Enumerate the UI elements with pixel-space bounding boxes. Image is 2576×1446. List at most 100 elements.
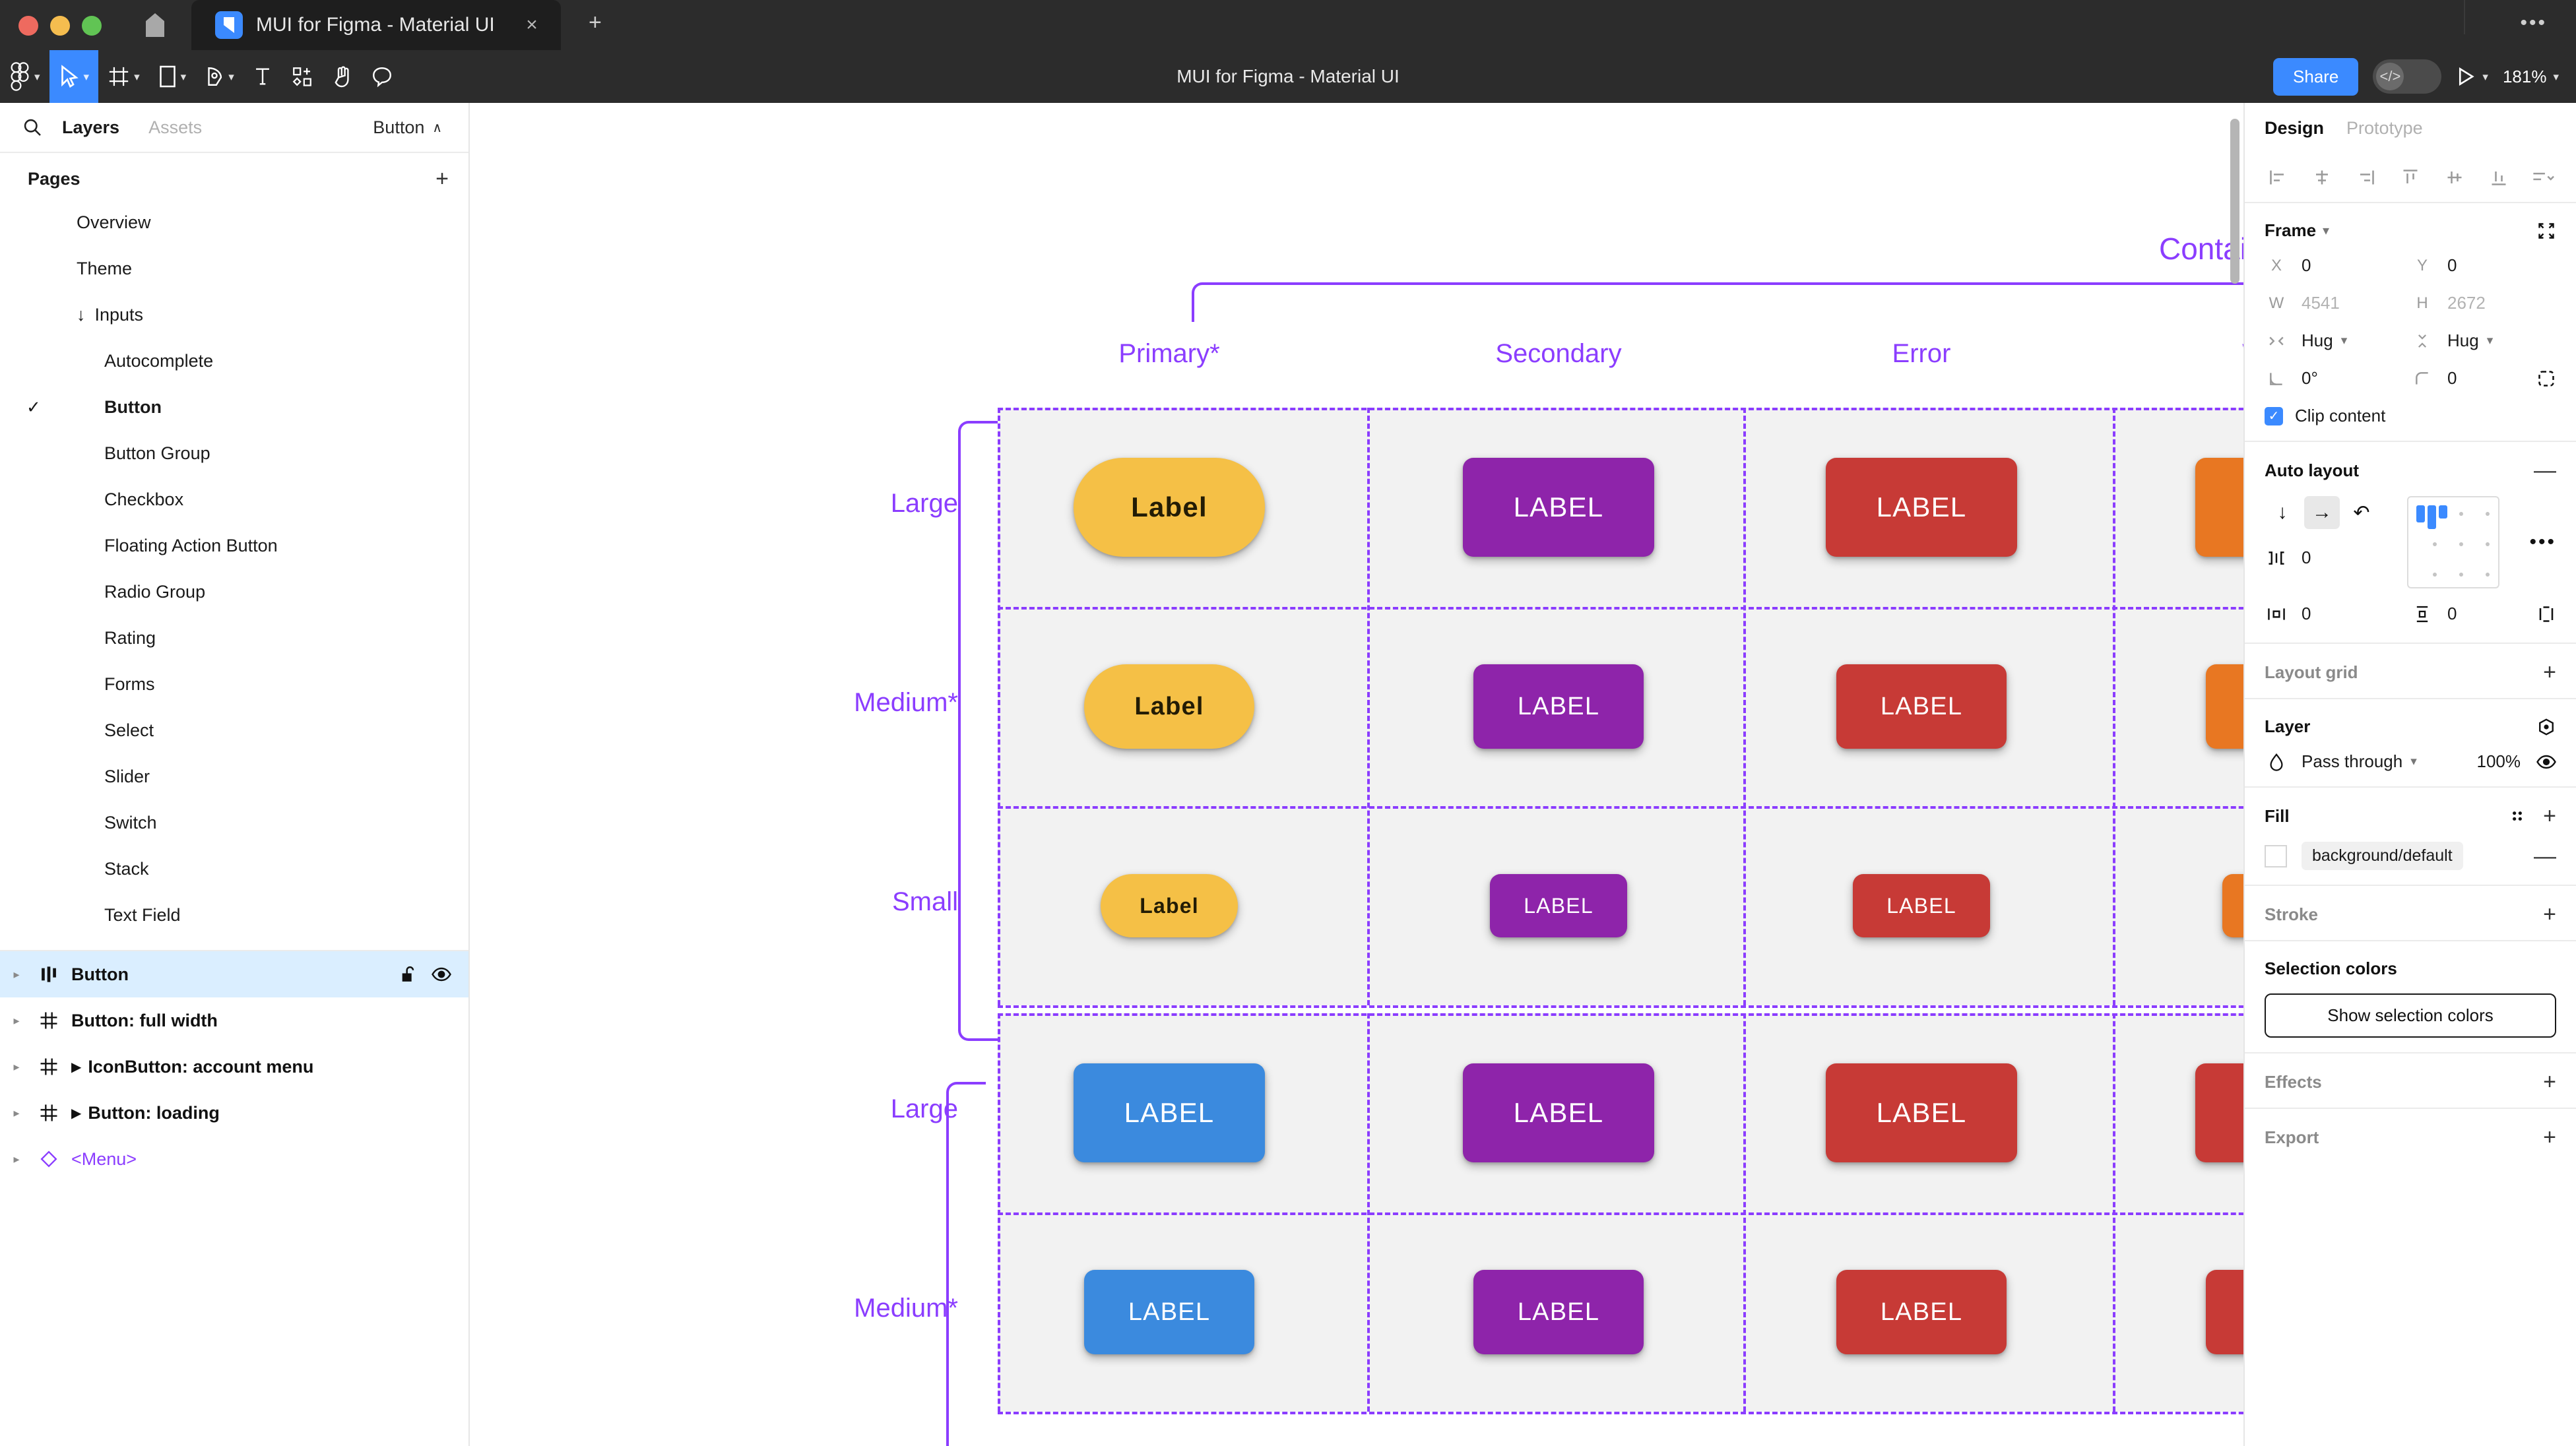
layer-item[interactable]: ▸▶Button: loading — [0, 1090, 468, 1136]
search-icon[interactable] — [17, 117, 48, 137]
auto-layout-more-options-icon[interactable]: ••• — [2529, 531, 2556, 553]
blend-mode-select[interactable]: Pass through ▾ — [2302, 751, 2417, 772]
material-button-medium-primary[interactable]: Label — [1084, 664, 1254, 749]
fill-style-name[interactable]: background/default — [2302, 842, 2463, 870]
align-bottom-icon[interactable] — [2486, 168, 2512, 187]
page-item-button-group[interactable]: Button Group — [0, 430, 468, 476]
move-tool-button[interactable]: ▾ — [49, 50, 99, 103]
new-tab-button[interactable]: + — [589, 10, 602, 35]
disclosure-triangle-icon[interactable]: ▸ — [13, 1152, 20, 1166]
fill-styles-icon[interactable] — [2509, 807, 2526, 825]
page-item-forms[interactable]: Forms — [0, 661, 468, 707]
dev-mode-toggle[interactable]: </> — [2373, 59, 2442, 94]
vertical-resizing-select[interactable]: Hug ▾ — [2447, 330, 2493, 351]
page-item-slider[interactable]: Slider — [0, 753, 468, 800]
material-button-large-secondary[interactable]: LABEL — [1463, 1063, 1654, 1162]
corner-radius-value[interactable]: 0 — [2447, 368, 2457, 388]
figma-home-button[interactable] — [119, 0, 191, 50]
page-item-rating[interactable]: Rating — [0, 615, 468, 661]
close-window-button[interactable] — [18, 16, 38, 36]
layer-item[interactable]: ▸<Menu> — [0, 1136, 468, 1182]
window-more-menu-icon[interactable]: ••• — [2520, 12, 2547, 34]
material-button-medium-error[interactable]: LABEL — [1836, 664, 2007, 749]
material-button-small-error[interactable]: LABEL — [1853, 874, 1990, 937]
page-item-radio-group[interactable]: Radio Group — [0, 569, 468, 615]
layer-item[interactable]: ▸Button: full width — [0, 997, 468, 1044]
comment-tool-button[interactable] — [362, 50, 402, 103]
distribute-menu-icon[interactable] — [2530, 168, 2556, 187]
figma-menu-button[interactable]: ▾ — [0, 50, 49, 103]
height-value[interactable]: 2672 — [2447, 293, 2486, 313]
remove-fill-button[interactable]: — — [2534, 843, 2556, 869]
material-button-medium-primary[interactable]: LABEL — [1084, 1270, 1254, 1354]
auto-layout-wrap-button[interactable]: ↶ — [2353, 501, 2370, 524]
disclosure-triangle-icon[interactable]: ▸ — [13, 1059, 20, 1073]
disclosure-triangle-icon[interactable]: ▸ — [13, 1106, 20, 1119]
tab-layers[interactable]: Layers — [62, 117, 120, 137]
layer-visibility-icon[interactable] — [2536, 754, 2556, 770]
independent-corners-icon[interactable] — [2536, 369, 2556, 389]
pen-tool-button[interactable]: ▾ — [195, 50, 243, 103]
material-button-large-secondary[interactable]: LABEL — [1463, 458, 1654, 557]
x-value[interactable]: 0 — [2302, 255, 2311, 275]
auto-layout-horizontal-button[interactable]: → — [2304, 496, 2340, 529]
share-button[interactable]: Share — [2273, 57, 2359, 96]
page-item-switch[interactable]: Switch — [0, 800, 468, 846]
visibility-icon[interactable] — [432, 966, 451, 982]
y-value[interactable]: 0 — [2447, 255, 2457, 275]
clip-content-checkbox[interactable]: ✓ — [2265, 406, 2283, 425]
material-button-medium-warning[interactable]: LABEL — [2206, 664, 2243, 749]
rotation-value[interactable]: 0° — [2302, 368, 2318, 388]
auto-layout-alignment-grid[interactable] — [2407, 496, 2499, 588]
material-button-large-error[interactable]: LABEL — [1826, 1063, 2017, 1162]
resize-to-fit-icon[interactable] — [2536, 221, 2556, 241]
layer-opacity-value[interactable]: 100% — [2476, 751, 2521, 771]
material-button-large-primary[interactable]: Label — [1074, 458, 1265, 557]
canvas-scrollbar[interactable] — [2230, 119, 2239, 284]
width-value[interactable]: 4541 — [2302, 293, 2340, 313]
add-effect-button[interactable]: + — [2543, 1069, 2556, 1094]
material-button-large-warning[interactable]: LABEL — [2195, 1063, 2243, 1162]
layer-item[interactable]: ▸Button — [0, 951, 468, 997]
individual-padding-icon[interactable] — [2536, 604, 2556, 624]
material-button-medium-secondary[interactable]: LABEL — [1473, 664, 1644, 749]
browser-tab[interactable]: MUI for Figma - Material UI × — [191, 0, 561, 50]
align-right-icon[interactable] — [2353, 168, 2379, 187]
align-left-icon[interactable] — [2265, 168, 2291, 187]
material-button-large-warning[interactable]: LABEL — [2195, 458, 2243, 557]
layer-item[interactable]: ▸▶IconButton: account menu — [0, 1044, 468, 1090]
fill-color-swatch[interactable] — [2265, 844, 2287, 867]
material-button-small-primary[interactable]: Label — [1101, 874, 1238, 937]
expand-triangle-icon[interactable]: ▶ — [71, 1059, 82, 1075]
align-vertical-center-icon[interactable] — [2441, 168, 2468, 187]
material-button-small-secondary[interactable]: LABEL — [1490, 874, 1627, 937]
material-button-medium-error[interactable]: LABEL — [1836, 1270, 2007, 1354]
close-icon[interactable]: × — [526, 14, 538, 36]
add-stroke-button[interactable]: + — [2543, 902, 2556, 927]
tab-prototype[interactable]: Prototype — [2346, 117, 2423, 138]
add-page-button[interactable]: + — [435, 166, 449, 191]
page-item-floating-action-button[interactable]: Floating Action Button — [0, 522, 468, 569]
auto-layout-vertical-button[interactable]: ↓ — [2277, 501, 2288, 523]
page-item-stack[interactable]: Stack — [0, 846, 468, 892]
page-item-select[interactable]: Select — [0, 707, 468, 753]
disclosure-triangle-icon[interactable]: ▸ — [13, 967, 20, 981]
expand-triangle-icon[interactable]: ▶ — [71, 1106, 82, 1121]
unlock-icon[interactable] — [400, 965, 417, 984]
shape-tool-button[interactable]: ▾ — [149, 50, 196, 103]
container-frame-label[interactable]: Contained — [2159, 232, 2243, 266]
page-item-theme[interactable]: Theme — [0, 245, 468, 292]
vertical-padding-value[interactable]: 0 — [2447, 604, 2457, 623]
zoom-level-selector[interactable]: 181% ▾ — [2503, 67, 2559, 87]
add-export-button[interactable]: + — [2543, 1125, 2556, 1150]
horizontal-padding-value[interactable]: 0 — [2302, 604, 2311, 623]
material-button-medium-secondary[interactable]: LABEL — [1473, 1270, 1644, 1354]
material-button-large-primary[interactable]: LABEL — [1074, 1063, 1265, 1162]
layer-settings-icon[interactable] — [2536, 717, 2556, 737]
minimize-window-button[interactable] — [50, 16, 70, 36]
align-horizontal-center-icon[interactable] — [2309, 168, 2335, 187]
page-item-text-field[interactable]: Text Field — [0, 892, 468, 938]
horizontal-resizing-select[interactable]: Hug ▾ — [2302, 330, 2347, 351]
text-tool-button[interactable] — [243, 50, 282, 103]
